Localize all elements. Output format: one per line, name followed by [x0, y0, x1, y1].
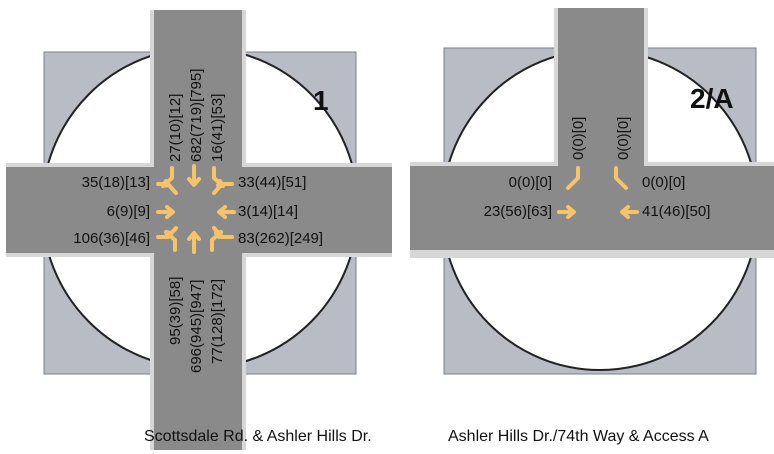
wb-volume-right-turn: 33(44)[51] — [238, 174, 306, 191]
eb-left-turn-arrow — [156, 182, 178, 195]
eb-through-arrow — [156, 205, 175, 219]
eb-through-arrow — [557, 205, 576, 219]
wb-right-turn-arrow — [212, 182, 234, 195]
road-north-leg — [558, 8, 644, 178]
intersection-number-label: 1 — [313, 85, 329, 116]
intersection-2a-caption: Ashler Hills Dr./74th Way & Access A — [448, 428, 709, 445]
intersection-1: 1 27(10)[12] 682(719)[795] 16(41)[53] 95… — [6, 10, 392, 450]
sb-left-turn-arrow — [614, 166, 628, 190]
sb-volume-through: 682(719)[795] — [188, 69, 205, 162]
wb-left-turn-arrow — [212, 226, 234, 239]
sb-volume-left-turn: 27(10)[12] — [167, 94, 184, 162]
eb-volume-through: 6(9)[9] — [107, 203, 150, 220]
nb-volume-through: 696(945)[947] — [188, 280, 205, 373]
wb-volume-through: 3(14)[14] — [238, 203, 298, 220]
intersection-1-caption: Scottsdale Rd. & Ashler Hills Dr. — [144, 428, 372, 445]
wb-through-arrow — [620, 205, 639, 219]
wb-volume-right-turn: 0(0)[0] — [642, 174, 685, 191]
intersection-number-label: 2/A — [690, 83, 734, 114]
eb-volume-left-turn: 35(18)[13] — [82, 174, 150, 191]
sb-through-arrow — [187, 164, 201, 187]
sb-right-turn-arrow — [566, 166, 580, 190]
intersection-2a: 2/A 0(0)[0] 0(0)[0] 0(0)[0] 23(56)[63] 0… — [410, 8, 774, 375]
wb-through-arrow — [217, 205, 236, 219]
wb-volume-left-turn: 83(262)[249] — [238, 230, 323, 247]
eb-volume-right-turn: 106(36)[46] — [73, 230, 150, 247]
sb-volume-left-turn: 0(0)[0] — [570, 117, 587, 160]
road-ew — [410, 166, 774, 250]
sb-volume-right-turn: 16(41)[53] — [209, 94, 226, 162]
wb-volume-through: 41(46)[50] — [642, 203, 710, 220]
nb-volume-right-turn: 77(128)[172] — [209, 279, 226, 364]
sb-volume-right-turn: 0(0)[0] — [615, 117, 632, 160]
nb-through-arrow — [187, 231, 201, 254]
eb-volume-through: 23(56)[63] — [484, 203, 552, 220]
eb-volume-left-turn: 0(0)[0] — [509, 174, 552, 191]
nb-volume-left-turn: 95(39)[58] — [167, 277, 184, 345]
eb-right-turn-arrow — [156, 226, 178, 239]
